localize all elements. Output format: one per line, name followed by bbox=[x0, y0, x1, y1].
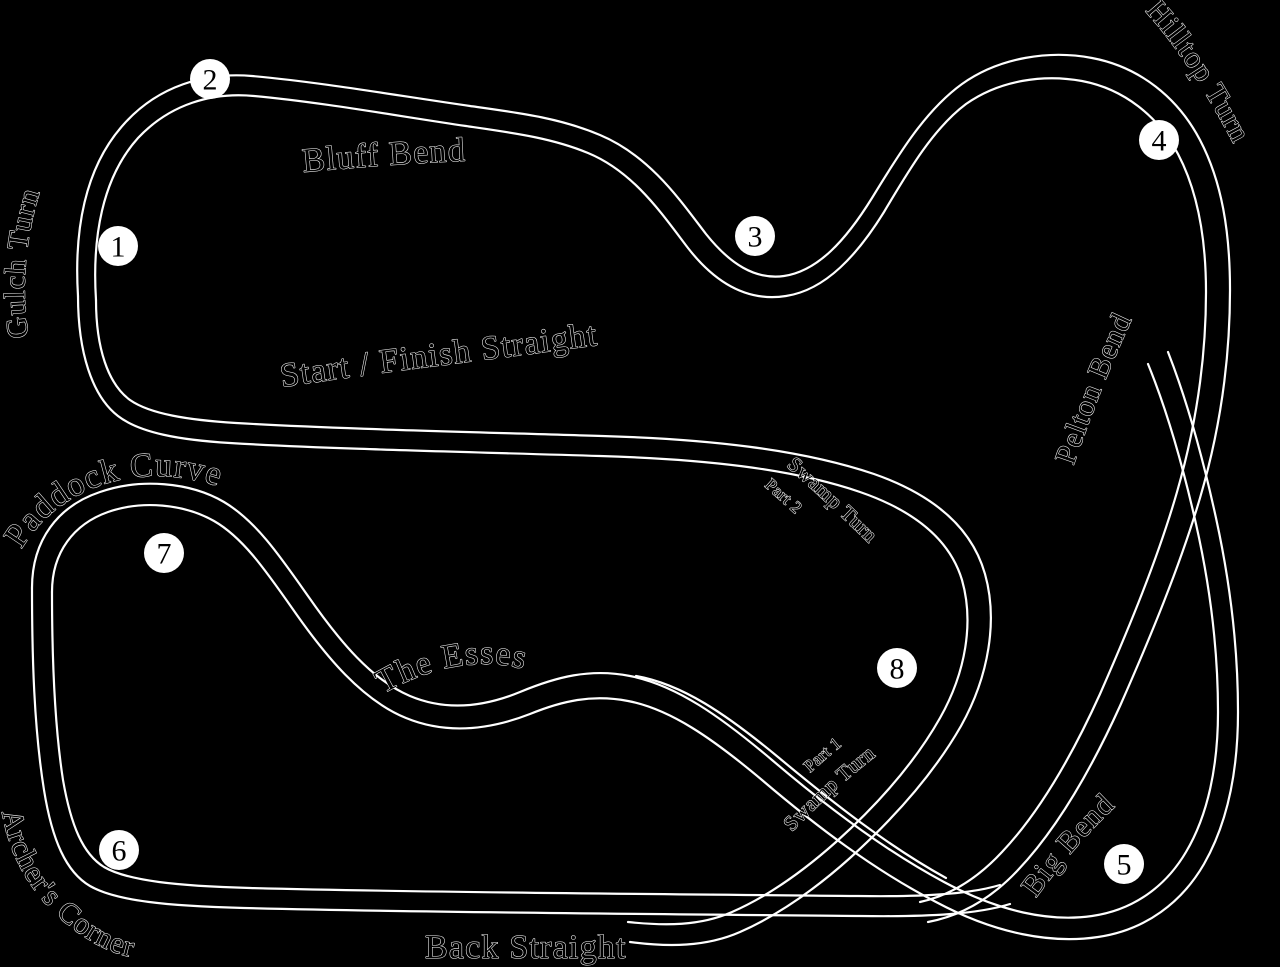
label-pelton-bend: Pelton Bend bbox=[1049, 308, 1139, 468]
label-back-straight: Back Straight bbox=[425, 929, 627, 966]
label-the-esses: The Esses bbox=[369, 635, 531, 701]
turn-marker-group: 1 2 3 4 5 6 7 8 bbox=[98, 59, 1179, 884]
label-swamp-turn-part-2: Swamp Turn Part 2 bbox=[761, 451, 883, 548]
turn-marker-circle bbox=[144, 533, 184, 573]
turn-marker-8[interactable]: 8 bbox=[877, 648, 917, 688]
track-upper-return-inner bbox=[94, 298, 992, 947]
turn-marker-circle bbox=[877, 648, 917, 688]
turn-marker-5[interactable]: 5 bbox=[1104, 844, 1144, 884]
turn-marker-number: 5 bbox=[1117, 849, 1132, 882]
track-lower-outer-edge bbox=[30, 362, 1220, 919]
track-swamp-hairpin-inner bbox=[634, 674, 948, 880]
turn-marker-6[interactable]: 6 bbox=[99, 830, 139, 870]
turn-marker-circle bbox=[1104, 844, 1144, 884]
label-paddock-curve: Paddock Curve bbox=[0, 447, 227, 554]
track-upper-inner-edge bbox=[94, 77, 1208, 904]
turn-marker-4[interactable]: 4 bbox=[1139, 120, 1179, 160]
track-lower-left-outer bbox=[30, 586, 1012, 918]
turn-marker-circle bbox=[1139, 120, 1179, 160]
track-lower-inner-edge bbox=[50, 350, 1240, 941]
turn-marker-number: 8 bbox=[890, 653, 905, 686]
label-gulch-turn: Gulch Turn bbox=[0, 184, 47, 340]
turn-marker-1[interactable]: 1 bbox=[98, 226, 138, 266]
label-swamp-turn-part-1: Swamp Turn Part 1 bbox=[778, 733, 880, 836]
turn-marker-2[interactable]: 2 bbox=[190, 59, 230, 99]
label-bluff-bend: Bluff Bend bbox=[301, 132, 467, 180]
turn-marker-number: 7 bbox=[157, 538, 172, 571]
turn-marker-circle bbox=[190, 59, 230, 99]
track-upper-return-outer bbox=[76, 294, 969, 926]
turn-marker-circle bbox=[99, 830, 139, 870]
turn-marker-circle bbox=[735, 216, 775, 256]
label-start-finish-straight: Start / Finish Straight bbox=[278, 316, 600, 395]
turn-marker-number: 2 bbox=[203, 64, 218, 97]
turn-marker-7[interactable]: 7 bbox=[144, 533, 184, 573]
turn-marker-3[interactable]: 3 bbox=[735, 216, 775, 256]
turn-marker-number: 1 bbox=[111, 231, 126, 264]
turn-marker-circle bbox=[98, 226, 138, 266]
track-upper-outer-edge bbox=[76, 53, 1232, 924]
turn-marker-number: 3 bbox=[748, 221, 763, 254]
turn-marker-number: 6 bbox=[112, 835, 127, 868]
turn-marker-number: 4 bbox=[1152, 125, 1167, 158]
track-lower-left-inner bbox=[50, 590, 1002, 898]
